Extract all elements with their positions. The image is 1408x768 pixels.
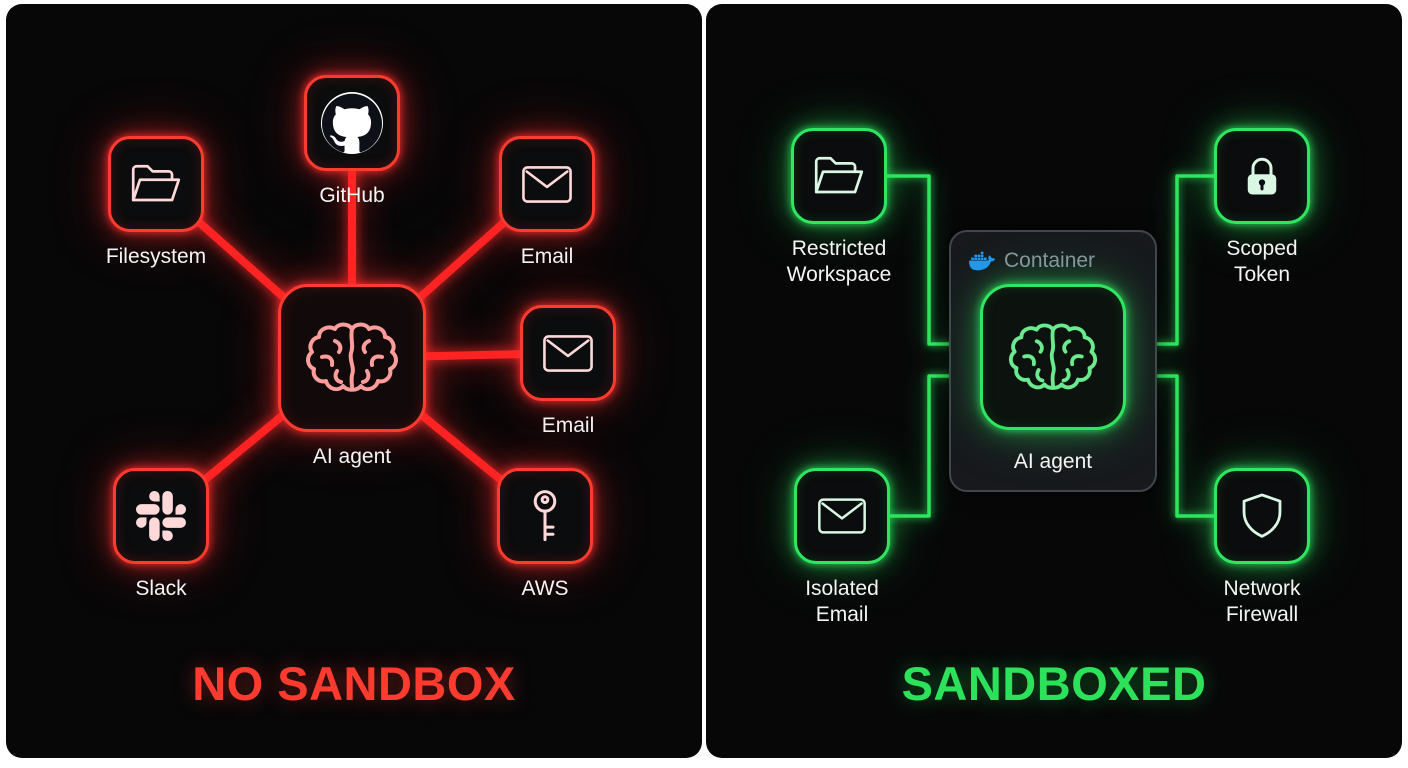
- github-icon: [322, 93, 382, 153]
- no-sandbox-title: NO SANDBOX: [192, 657, 516, 710]
- isolated-email-box: [794, 468, 890, 564]
- email-right-label: Email: [541, 414, 595, 437]
- sandboxed-agent-label: AI agent: [1013, 450, 1093, 473]
- brain-icon: [306, 322, 398, 392]
- github-label: GitHub: [319, 184, 385, 207]
- aws-box: [497, 468, 593, 564]
- slack-box: [113, 468, 209, 564]
- restricted-workspace-label: Restricted Workspace: [786, 237, 892, 287]
- ai-agent-label: AI agent: [312, 445, 392, 468]
- email-right-box: [520, 305, 616, 401]
- slack-icon: [136, 491, 186, 541]
- isolated-email-label: Isolated Email: [805, 577, 879, 627]
- node-email-top: Email: [457, 136, 637, 270]
- sandboxed-title: SANDBOXED: [901, 657, 1207, 710]
- no-sandbox-panel: Filesystem GitHub Email: [6, 4, 702, 758]
- shield-icon: [1242, 493, 1282, 538]
- node-email-right: Email: [478, 305, 658, 439]
- node-ai-agent: AI agent: [262, 284, 442, 470]
- brain-icon: [1008, 322, 1098, 390]
- sandboxed-agent-box: [980, 284, 1126, 430]
- github-box: [304, 75, 400, 171]
- green-connector-lines: [885, 174, 1216, 518]
- filesystem-box: [108, 136, 204, 232]
- network-firewall-label: Network Firewall: [1223, 577, 1301, 627]
- key-icon: [533, 489, 557, 541]
- scoped-token-label: Scoped Token: [1226, 237, 1298, 287]
- filesystem-label: Filesystem: [105, 245, 207, 268]
- container-box: Container AI agent: [949, 230, 1157, 492]
- sandboxed-panel: Restricted Workspace Scoped Token Contai…: [706, 4, 1402, 758]
- slack-label: Slack: [135, 577, 187, 600]
- envelope-icon: [543, 334, 593, 372]
- node-network-firewall: Network Firewall: [1172, 468, 1352, 629]
- scoped-token-box: [1214, 128, 1310, 224]
- network-firewall-box: [1214, 468, 1310, 564]
- container-label: Container: [1004, 249, 1096, 272]
- node-isolated-email: Isolated Email: [752, 468, 932, 629]
- sandboxed-ai-agent: [980, 284, 1126, 430]
- envelope-icon: [522, 165, 572, 203]
- envelope-icon: [818, 498, 866, 534]
- node-restricted-workspace: Restricted Workspace: [749, 128, 929, 289]
- folder-icon: [131, 164, 181, 202]
- node-filesystem: Filesystem: [66, 136, 246, 270]
- lock-icon: [1247, 157, 1277, 194]
- node-scoped-token: Scoped Token: [1172, 128, 1352, 289]
- aws-label: AWS: [521, 577, 569, 600]
- email-top-box: [499, 136, 595, 232]
- ai-agent-box: [278, 284, 426, 432]
- email-top-label: Email: [520, 245, 574, 268]
- node-aws: AWS: [455, 468, 635, 602]
- node-github: GitHub: [262, 75, 442, 209]
- container-header: Container: [969, 248, 1095, 274]
- restricted-workspace-box: [791, 128, 887, 224]
- folder-icon: [814, 156, 864, 194]
- node-slack: Slack: [71, 468, 251, 602]
- docker-icon: [969, 251, 995, 271]
